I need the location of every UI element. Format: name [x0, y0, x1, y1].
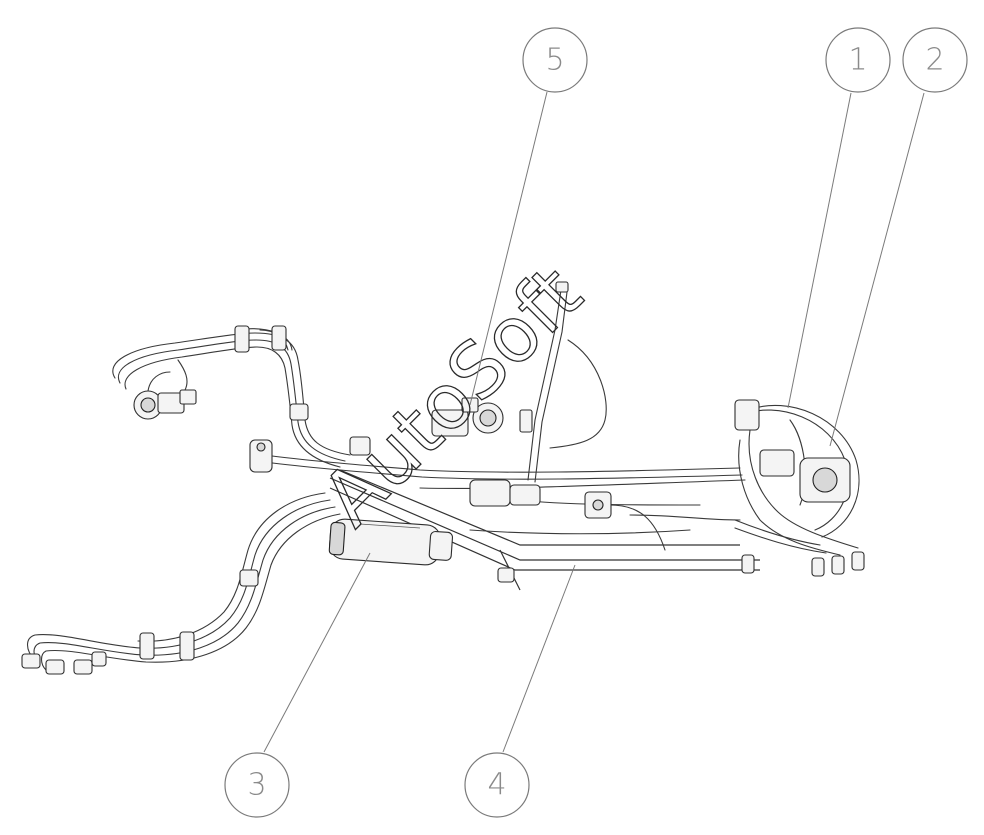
leader-1: [787, 92, 852, 409]
watermark-text: AutoSoft: [305, 249, 599, 543]
callout-5-label: 5: [545, 43, 564, 78]
callout-2-label: 2: [925, 43, 944, 78]
watermark: AutoSoft: [304, 248, 599, 543]
callout-1-label: 1: [848, 43, 867, 78]
callout-2: 2: [902, 27, 968, 93]
leader-5: [469, 91, 548, 406]
callout-4-label: 4: [487, 768, 506, 803]
callout-3-label: 3: [247, 768, 266, 803]
lower-left-hose-bundle: [21, 492, 341, 675]
central-valve-5: [431, 397, 504, 437]
right-motor-assembly: [497, 399, 865, 583]
leader-2: [829, 92, 925, 447]
left-upper-pump: [133, 359, 197, 420]
central-pump: [469, 479, 612, 519]
callout-3: 3: [224, 752, 290, 818]
leader-4: [502, 564, 576, 753]
leader-lines: [263, 91, 925, 753]
cylinder-3: [328, 518, 454, 566]
leader-3: [263, 552, 371, 753]
callout-1: 1: [825, 27, 891, 93]
upper-left-hose-bundle: [112, 325, 371, 468]
lower-left-fittings: [21, 651, 107, 675]
callout-5: 5: [522, 27, 588, 93]
left-elbow-fitting: [249, 439, 273, 473]
callout-4: 4: [464, 752, 530, 818]
vertical-pipe: [519, 281, 607, 483]
